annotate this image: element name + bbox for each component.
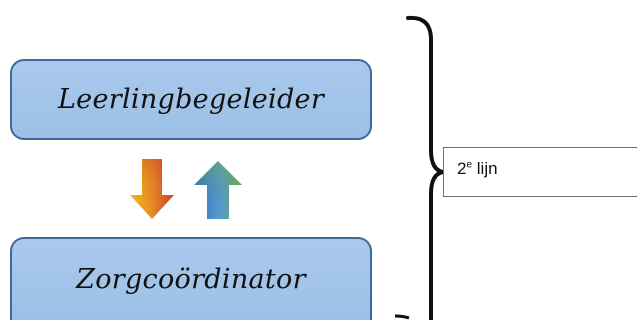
level-word: lijn	[476, 159, 498, 178]
zorgcoordinator-box: Zorgcoördinator	[10, 237, 372, 320]
up-arrow-icon	[194, 161, 242, 219]
leerlingbegeleider-label: Leerlingbegeleider	[57, 84, 325, 115]
level-number: 2	[457, 159, 467, 178]
zorgcoordinator-label: Zorgcoördinator	[76, 264, 306, 295]
level-label-box: 2e lijn	[443, 147, 637, 197]
exchange-arrows	[130, 159, 242, 219]
down-arrow-icon	[130, 159, 174, 219]
leerlingbegeleider-box: Leerlingbegeleider	[10, 59, 372, 140]
curly-brace	[395, 15, 444, 320]
level-superscript: e	[466, 159, 473, 171]
